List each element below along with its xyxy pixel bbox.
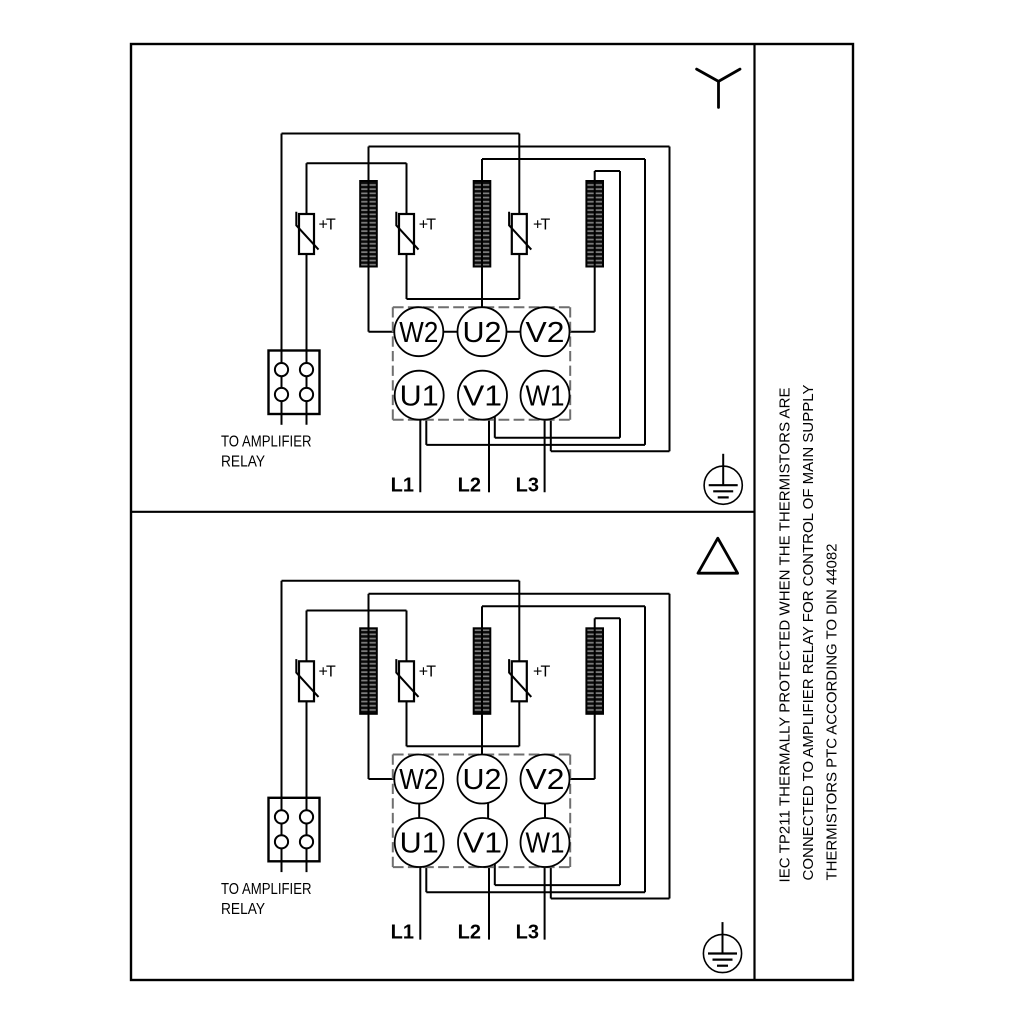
svg-text:L2: L2 — [458, 474, 481, 496]
svg-text:+T: +T — [419, 664, 437, 681]
svg-text:L3: L3 — [516, 474, 539, 496]
svg-text:U2: U2 — [463, 764, 502, 796]
svg-text:L1: L1 — [391, 922, 414, 944]
svg-text:TO AMPLIFIER: TO AMPLIFIER — [221, 434, 312, 451]
svg-text:V1: V1 — [463, 380, 502, 412]
svg-text:+T: +T — [319, 216, 337, 233]
svg-text:RELAY: RELAY — [221, 454, 265, 471]
svg-text:CONNECTED TO AMPLIFIER RELAY F: CONNECTED TO AMPLIFIER RELAY FOR CONTROL… — [800, 385, 817, 881]
svg-text:V2: V2 — [526, 764, 565, 796]
svg-text:U2: U2 — [463, 317, 502, 349]
svg-text:L2: L2 — [458, 922, 481, 944]
svg-text:IEC TP211 THERMALLY PROTECTED: IEC TP211 THERMALLY PROTECTED WHEN THE T… — [777, 388, 794, 883]
svg-text:+T: +T — [533, 216, 551, 233]
svg-text:+T: +T — [419, 216, 437, 233]
svg-text:V2: V2 — [526, 317, 565, 349]
svg-text:W2: W2 — [399, 764, 438, 796]
svg-text:TO AMPLIFIER: TO AMPLIFIER — [221, 881, 312, 898]
svg-text:+T: +T — [533, 664, 551, 681]
svg-text:RELAY: RELAY — [221, 901, 265, 918]
svg-text:U1: U1 — [400, 380, 439, 412]
svg-text:THERMISTORS PTC ACCORDING TO D: THERMISTORS PTC ACCORDING TO DIN 44082 — [824, 544, 841, 881]
svg-text:V1: V1 — [463, 828, 502, 860]
svg-text:L1: L1 — [391, 474, 414, 496]
svg-text:U1: U1 — [400, 828, 439, 860]
svg-text:W1: W1 — [526, 380, 565, 412]
svg-text:+T: +T — [319, 664, 337, 681]
svg-text:L3: L3 — [516, 922, 539, 944]
svg-text:W1: W1 — [526, 828, 565, 860]
svg-text:W2: W2 — [399, 317, 438, 349]
